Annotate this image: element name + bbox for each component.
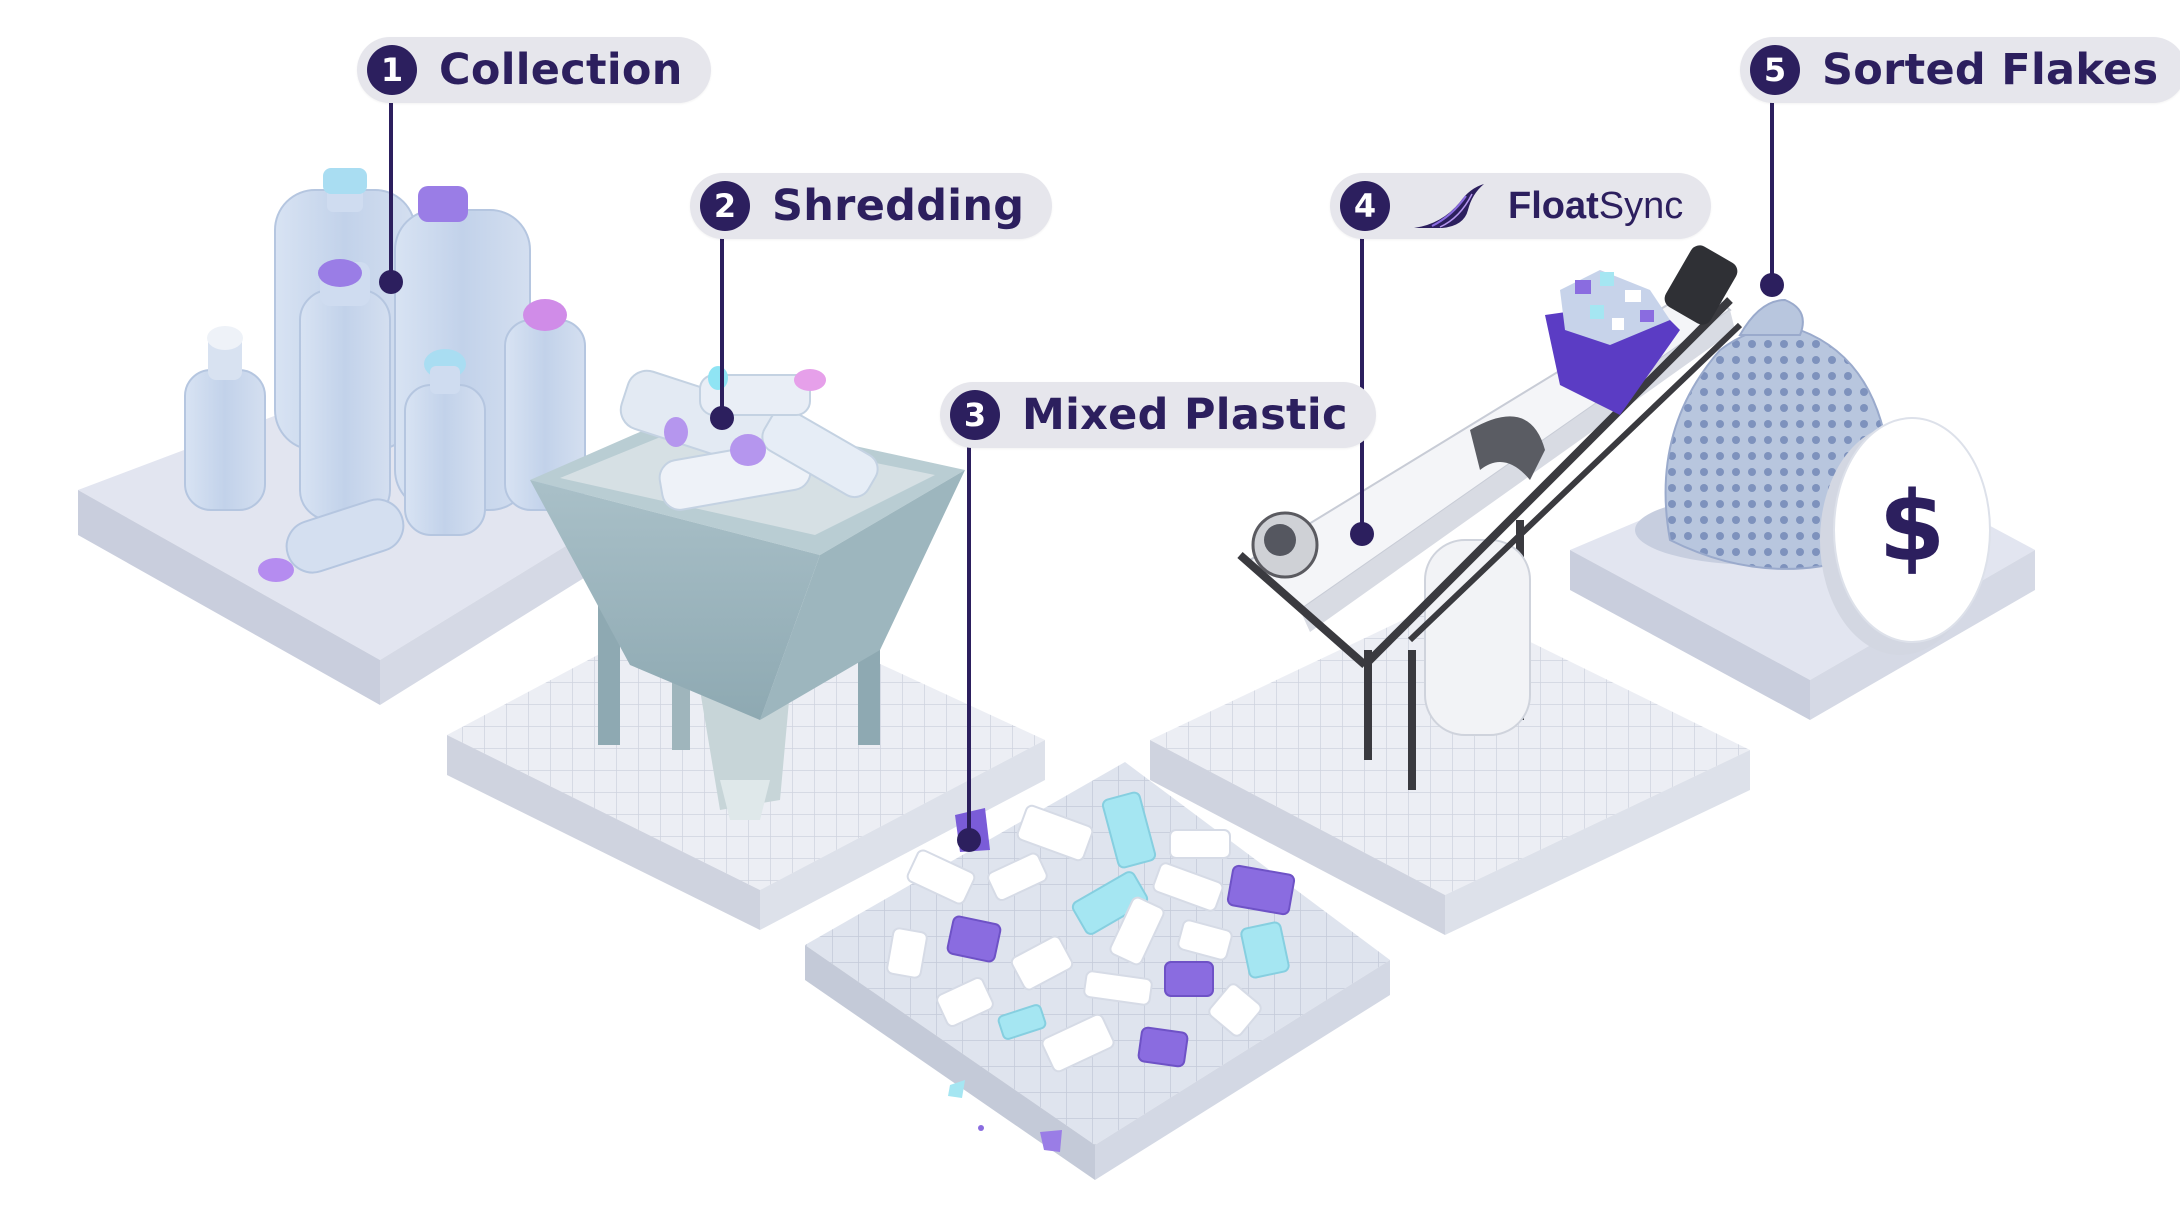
step-2-label: 2 Shredding <box>690 173 1053 239</box>
floatsync-wave-icon <box>1414 184 1484 228</box>
hopper-icon <box>530 366 965 820</box>
sorted-flakes-connector <box>1760 102 1784 297</box>
step-1-label: 1 Collection <box>357 37 711 103</box>
mixed-plastic-connector <box>957 443 981 852</box>
step-2-title: Shredding <box>772 181 1025 231</box>
floatsync-brand-regular: Sync <box>1598 184 1684 227</box>
mixed-plastic-platform <box>805 762 1390 1180</box>
step-3-number: 3 <box>950 390 1000 440</box>
step-1-title: Collection <box>439 45 683 95</box>
step-3-label: 3 Mixed Plastic <box>940 382 1376 448</box>
bottle-icon <box>184 168 586 582</box>
shredding-connector <box>710 237 734 430</box>
step-1-number: 1 <box>367 45 417 95</box>
floatsync-connector <box>1350 237 1374 546</box>
step-2-number: 2 <box>700 181 750 231</box>
step-5-title: Sorted Flakes <box>1822 45 2159 95</box>
step-5-label: 5 Sorted Flakes <box>1740 37 2180 103</box>
dollar-coin-icon: $ <box>1820 417 1991 655</box>
step-3-title: Mixed Plastic <box>1022 390 1348 440</box>
dollar-symbol: $ <box>1879 471 1946 583</box>
step-4-number: 4 <box>1340 181 1390 231</box>
collection-connector <box>379 102 403 294</box>
floatsync-platform <box>1150 600 1750 935</box>
floatsync-brand-bold: Float <box>1508 184 1599 227</box>
step-5-number: 5 <box>1750 45 1800 95</box>
